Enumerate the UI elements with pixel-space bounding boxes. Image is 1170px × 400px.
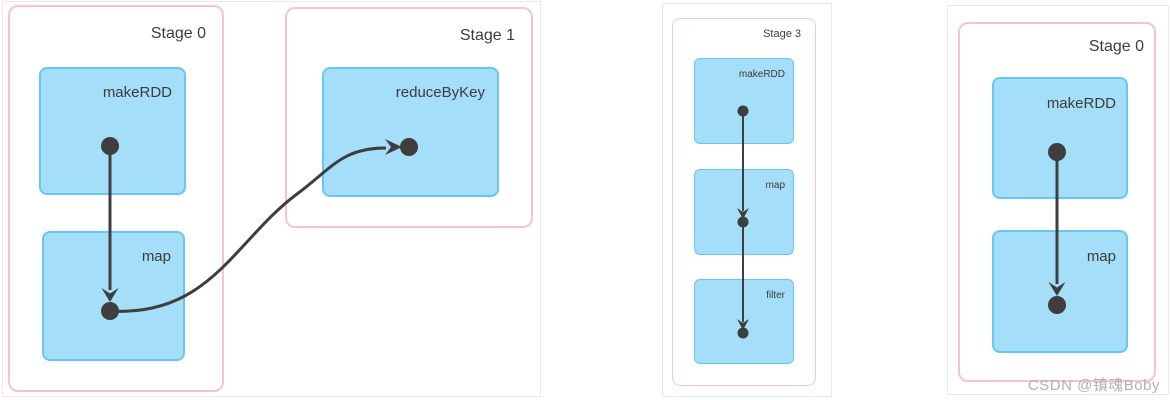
stage-box-left-stage0: Stage 0 makeRDD map [8, 5, 224, 392]
stage-label: Stage 3 [763, 28, 801, 40]
rdd-node-label: map [1086, 248, 1116, 265]
rdd-node-map: map [694, 169, 794, 255]
rdd-node-label: makeRDD [1046, 95, 1116, 112]
stage-label: Stage 0 [150, 25, 206, 42]
rdd-node-label: makeRDD [738, 69, 785, 80]
rdd-node-label: map [141, 248, 171, 265]
rdd-node-map: map [42, 231, 185, 361]
stage-box-middle-stage3: Stage 3 makeRDD map filter [672, 18, 816, 386]
rdd-node-makerdd: makeRDD [39, 67, 186, 195]
rdd-node-map: map [992, 230, 1128, 353]
stage-box-left-stage1: Stage 1 reduceByKey [285, 7, 533, 228]
rdd-node-label: makeRDD [102, 84, 172, 101]
stage-label: Stage 1 [459, 27, 515, 44]
rdd-node-label: filter [766, 290, 785, 301]
stage-box-right-stage0: Stage 0 makeRDD map [958, 22, 1156, 382]
rdd-node-label: map [765, 180, 785, 191]
stage-label: Stage 0 [1088, 38, 1144, 55]
rdd-node-label: reduceByKey [395, 84, 485, 101]
rdd-node-filter: filter [694, 279, 794, 364]
rdd-node-reducebykey: reduceByKey [322, 67, 499, 197]
rdd-node-makerdd: makeRDD [694, 58, 794, 144]
rdd-node-makerdd: makeRDD [992, 77, 1128, 199]
csdn-watermark: CSDN @镇魂Boby [1027, 377, 1160, 394]
